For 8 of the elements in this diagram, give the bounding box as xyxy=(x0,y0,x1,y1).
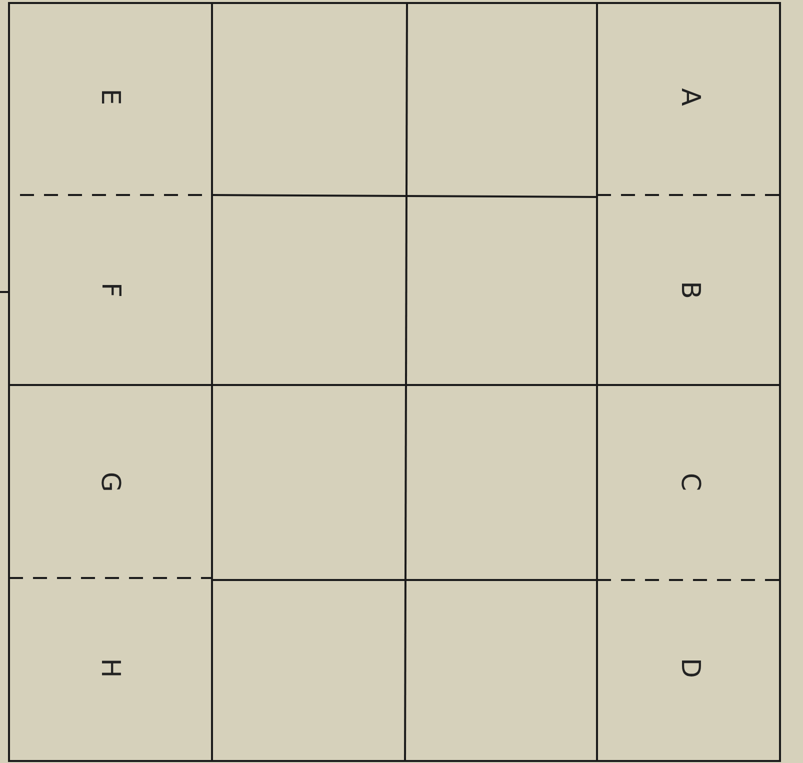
grid-letter: E xyxy=(97,88,124,106)
grid-letter: C xyxy=(677,472,704,492)
grid-letter: D xyxy=(677,658,704,678)
grid-letter: F xyxy=(96,282,123,298)
grid-letter: H xyxy=(96,658,123,678)
grid-letter: A xyxy=(676,88,703,106)
grid-letter: G xyxy=(97,472,124,492)
grid-letter: B xyxy=(676,281,703,299)
